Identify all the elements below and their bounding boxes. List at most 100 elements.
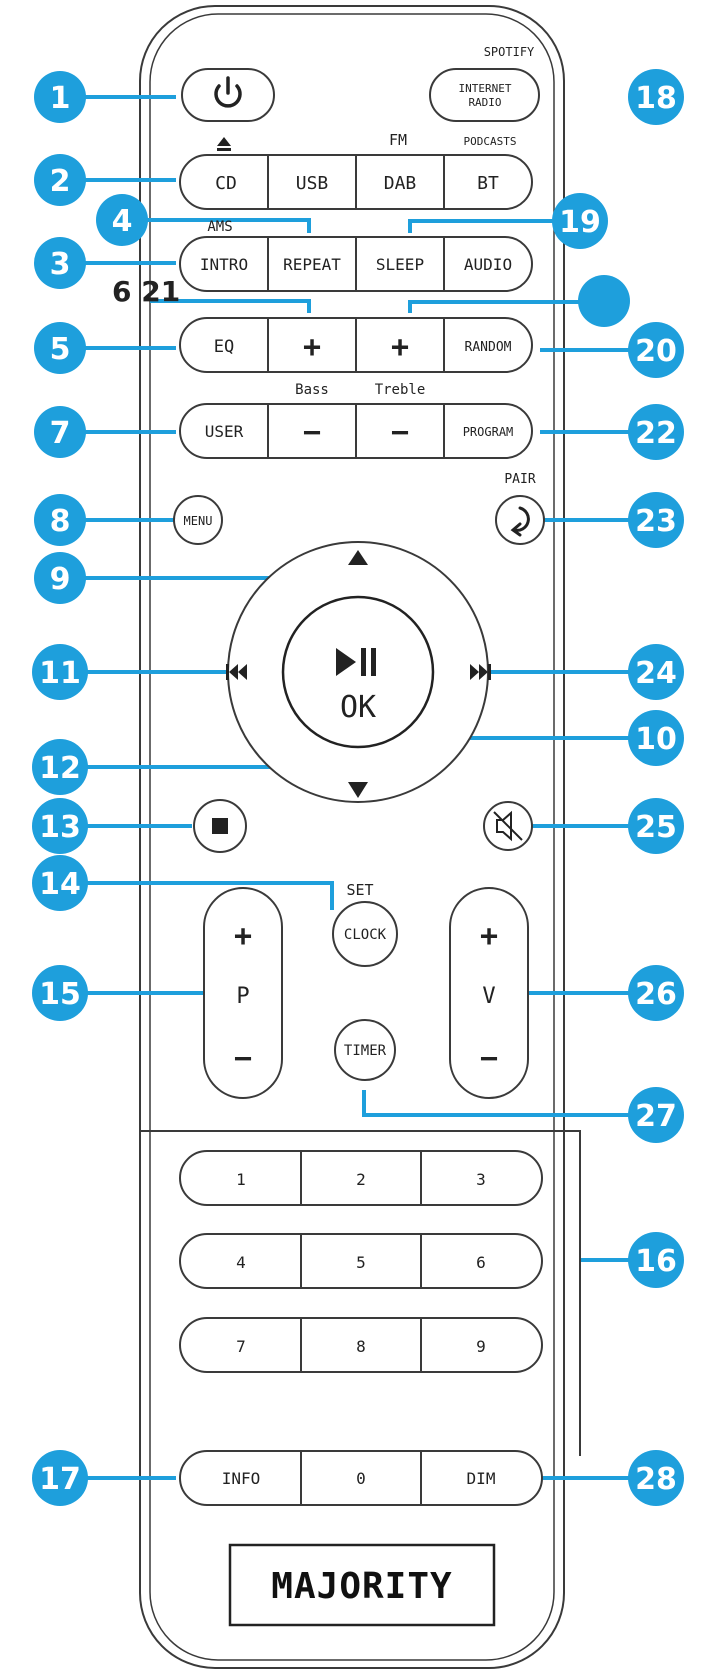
callout-1-label: 1 xyxy=(50,81,71,116)
clock-button[interactable] xyxy=(332,901,398,967)
brand-logo: MAJORITY xyxy=(271,1566,452,1607)
clock-label: CLOCK xyxy=(344,927,387,943)
callout-15-badge xyxy=(32,965,88,1021)
dim-button[interactable]: DIM xyxy=(467,1469,496,1488)
dab-button[interactable]: DAB xyxy=(384,173,417,194)
usb-button[interactable]: USB xyxy=(296,173,329,194)
callout-2-label: 2 xyxy=(50,164,71,199)
preset-plus-button[interactable]: + xyxy=(234,919,252,954)
prev-track-button[interactable] xyxy=(226,664,247,680)
timer-label: TIMER xyxy=(344,1043,387,1059)
preset-label: P xyxy=(236,984,249,1009)
callout-8-label: 8 xyxy=(50,504,71,539)
callout-12-badge xyxy=(32,739,88,795)
intro-button[interactable]: INTRO xyxy=(200,255,248,274)
numpad xyxy=(179,1150,543,1506)
callout-27-label: 27 xyxy=(635,1099,677,1134)
callout-22-badge xyxy=(628,404,684,460)
callout-22-label: 22 xyxy=(635,416,677,451)
callout-23-badge xyxy=(628,492,684,548)
callout-28-badge xyxy=(628,1450,684,1506)
callout-blank-dot xyxy=(578,275,630,327)
bass-label: Bass xyxy=(295,382,329,398)
eq-row xyxy=(179,317,533,373)
internet-radio-button[interactable] xyxy=(429,68,540,122)
repeat-button[interactable]: REPEAT xyxy=(283,255,341,274)
digit-7-button[interactable]: 7 xyxy=(236,1337,246,1356)
callout-4-badge xyxy=(96,194,148,246)
mute-icon xyxy=(493,810,523,842)
callout-17-label: 17 xyxy=(39,1462,81,1497)
volume-rocker xyxy=(449,887,529,1099)
treble-minus-button[interactable]: − xyxy=(391,415,409,450)
callout-6-21-label: 6 21 xyxy=(112,275,180,308)
callout-7-badge xyxy=(34,406,86,458)
callout-5-label: 5 xyxy=(50,332,71,367)
digit-4-button[interactable]: 4 xyxy=(236,1253,246,1272)
power-button[interactable] xyxy=(181,68,275,122)
eq-button[interactable]: EQ xyxy=(214,337,234,357)
callout-12-label: 12 xyxy=(39,751,81,786)
cd-button[interactable]: CD xyxy=(215,173,237,194)
callout-10-badge xyxy=(628,710,684,766)
callout-7-label: 7 xyxy=(50,416,71,451)
user-button[interactable]: USER xyxy=(205,422,244,441)
callout-24-badge xyxy=(628,644,684,700)
nav-up-button[interactable] xyxy=(348,550,368,565)
volume-plus-button[interactable]: + xyxy=(480,919,498,954)
next-track-button[interactable] xyxy=(470,664,491,680)
callout-14-label: 14 xyxy=(39,867,81,902)
callout-11-label: 11 xyxy=(39,656,81,691)
sleep-button[interactable]: SLEEP xyxy=(376,255,424,274)
treble-plus-button[interactable]: + xyxy=(391,330,409,365)
callout-20-badge xyxy=(628,322,684,378)
pair-label: PAIR xyxy=(504,472,535,487)
pair-back-button[interactable] xyxy=(495,495,545,545)
user-row xyxy=(179,403,533,459)
info-button[interactable]: INFO xyxy=(222,1469,261,1488)
treble-label: Treble xyxy=(375,382,426,398)
digit-1-button[interactable]: 1 xyxy=(236,1170,246,1189)
ok-play-pause-button[interactable] xyxy=(281,595,435,749)
menu-label: MENU xyxy=(184,514,213,528)
callout-19-badge xyxy=(552,193,608,249)
bass-minus-button[interactable]: − xyxy=(303,415,321,450)
nav-down-button[interactable] xyxy=(348,782,368,798)
digit-0-button[interactable]: 0 xyxy=(356,1469,366,1488)
callout-28-label: 28 xyxy=(635,1462,677,1497)
callout-26-label: 26 xyxy=(635,977,677,1012)
timer-button[interactable] xyxy=(334,1019,396,1081)
digit-9-button[interactable]: 9 xyxy=(476,1337,486,1356)
callout-23-label: 23 xyxy=(635,504,677,539)
callout-19-label: 19 xyxy=(559,205,601,240)
random-button[interactable]: RANDOM xyxy=(465,340,512,355)
callout-4-label: 4 xyxy=(112,204,133,239)
preset-minus-button[interactable]: − xyxy=(234,1041,252,1076)
eject-icon xyxy=(217,137,231,151)
play-pause-icon xyxy=(336,648,376,676)
callout-9-label: 9 xyxy=(50,562,71,597)
bt-button[interactable]: BT xyxy=(477,173,499,194)
digit-2-button[interactable]: 2 xyxy=(356,1170,366,1189)
menu-button[interactable] xyxy=(173,495,223,545)
source-row xyxy=(179,154,533,210)
digit-3-button[interactable]: 3 xyxy=(476,1170,486,1189)
bass-plus-button[interactable]: + xyxy=(303,330,321,365)
power-icon xyxy=(214,76,242,108)
volume-label: V xyxy=(482,984,495,1009)
callout-9-badge xyxy=(34,552,86,604)
spotify-label: SPOTIFY xyxy=(484,45,535,59)
digit-6-button[interactable]: 6 xyxy=(476,1253,486,1272)
digit-5-button[interactable]: 5 xyxy=(356,1253,366,1272)
fm-label: FM xyxy=(389,131,407,149)
function-row xyxy=(179,236,533,292)
digit-8-button[interactable]: 8 xyxy=(356,1337,366,1356)
callout-13-badge xyxy=(32,798,88,854)
program-button[interactable]: PROGRAM xyxy=(463,425,514,439)
ok-label: OK xyxy=(340,690,376,725)
volume-minus-button[interactable]: − xyxy=(480,1041,498,1076)
audio-button[interactable]: AUDIO xyxy=(464,255,512,274)
callout-11-badge xyxy=(32,644,88,700)
callout-25-label: 25 xyxy=(635,810,677,845)
